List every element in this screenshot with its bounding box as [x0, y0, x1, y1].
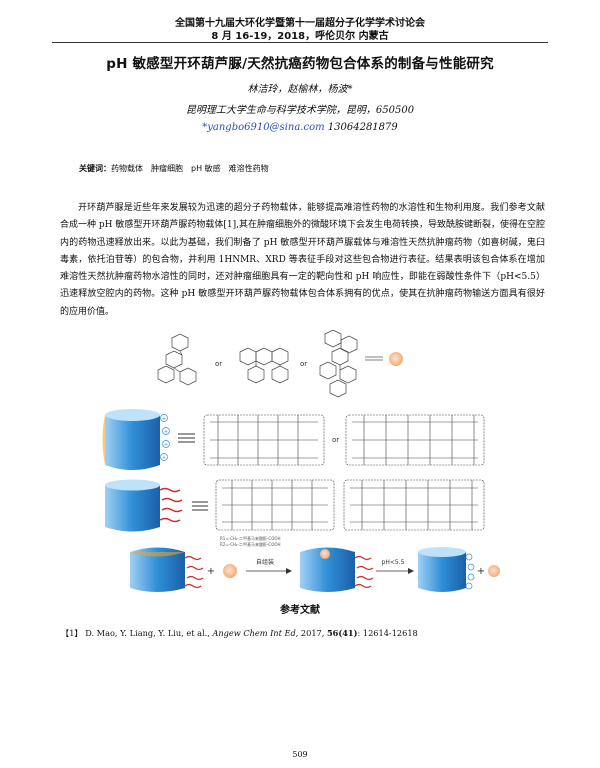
author-list: 林洁玲，赵榆林，杨波* [247, 84, 353, 95]
or-label-2: or [300, 360, 307, 368]
substituent-legend-b: R2=-CH₂-二甲基马来酸酐-COOH [220, 541, 281, 547]
reference-pages: : 12614-12618 [357, 628, 418, 638]
acyclic-cucurbituril-structure-2 [345, 414, 485, 466]
acyclic-cucurbituril-structure-1 [203, 414, 325, 466]
svg-text:+: + [164, 442, 168, 448]
plus-sign-1: + [207, 566, 215, 577]
equals-sign [178, 433, 195, 443]
modified-cucurbituril-structure-1 [215, 479, 335, 531]
plus-sign-2: + [477, 566, 485, 577]
conference-header: 全国第十九届大环化学暨第十一届超分子化学学术讨论会 [175, 18, 425, 29]
conference-date-place: 8 月 16-19，2018，呼伦贝尔 内蒙古 [211, 31, 389, 42]
or-label-1: or [215, 360, 222, 368]
drug-sphere-icon [389, 352, 403, 366]
synthesis-scheme-figure: or or + + + + [102, 330, 500, 592]
or-label-3: or [332, 436, 339, 444]
equals-sign-2 [192, 501, 208, 511]
drug-sphere-icon-2 [223, 564, 237, 578]
released-carrier-capsule [418, 547, 475, 592]
drug-structure-3 [319, 330, 358, 398]
svg-text:+: + [162, 455, 166, 461]
carrier-capsule-charged: + + + + [102, 409, 170, 470]
svg-text:+: + [162, 416, 166, 422]
references-heading: 参考文献 [280, 605, 320, 616]
reference-year: , 2017, [295, 628, 325, 638]
reference-item: 【1】 D. Mao, Y. Liang, Y. Liu, et al., An… [61, 627, 551, 639]
reference-number: 【1】 [61, 628, 83, 638]
keywords: 关键词：药物载体 肿瘤细胞 pH 敏感 难溶性药物 [79, 163, 269, 174]
svg-text:+: + [164, 429, 168, 435]
open-carrier-capsule [130, 547, 204, 592]
abstract-paragraph: 开环葫芦脲是近些年来发展较为迅速的超分子药物载体，能够提高难溶性药物的水溶性和生… [60, 203, 545, 317]
drug-sphere-icon-3 [488, 565, 500, 577]
abstract-body: 开环葫芦脲是近些年来发展较为迅速的超分子药物载体，能够提高难溶性药物的水溶性和生… [60, 200, 545, 321]
keywords-label: 关键词： [79, 164, 111, 173]
drug-structure-2 [239, 347, 289, 384]
reference-authors: D. Mao, Y. Liang, Y. Liu, et al., [85, 628, 210, 638]
keywords-text: 药物载体 肿瘤细胞 pH 敏感 难溶性药物 [111, 164, 269, 173]
header-rule [52, 42, 548, 43]
contact-line: *yangbo6910@sina.com 13064281879 [0, 122, 600, 133]
drug-structure-1 [157, 333, 197, 386]
page-number: 509 [292, 750, 308, 759]
carrier-capsule-chains [105, 479, 183, 532]
phone-number: 13064281879 [327, 122, 398, 133]
reference-volume: 56(41) [326, 628, 358, 638]
substituent-legend-a: R1=-CH₂-二甲基马来酸酐-COOH [220, 535, 281, 541]
loaded-carrier-capsule [300, 547, 374, 592]
reference-journal: Angew Chem Int Ed [212, 628, 296, 638]
modified-cucurbituril-structure-2 [343, 479, 485, 531]
affiliation: 昆明理工大学生命与科学技术学院，昆明，650500 [185, 105, 415, 116]
ph-condition-label: pH<5.5 [382, 559, 405, 566]
self-assembly-label: 自组装 [256, 558, 274, 566]
email-link[interactable]: *yangbo6910@sina.com [202, 122, 325, 133]
paper-title: pH 敏感型开环葫芦脲/天然抗癌药物包合体系的制备与性能研究 [106, 56, 494, 72]
